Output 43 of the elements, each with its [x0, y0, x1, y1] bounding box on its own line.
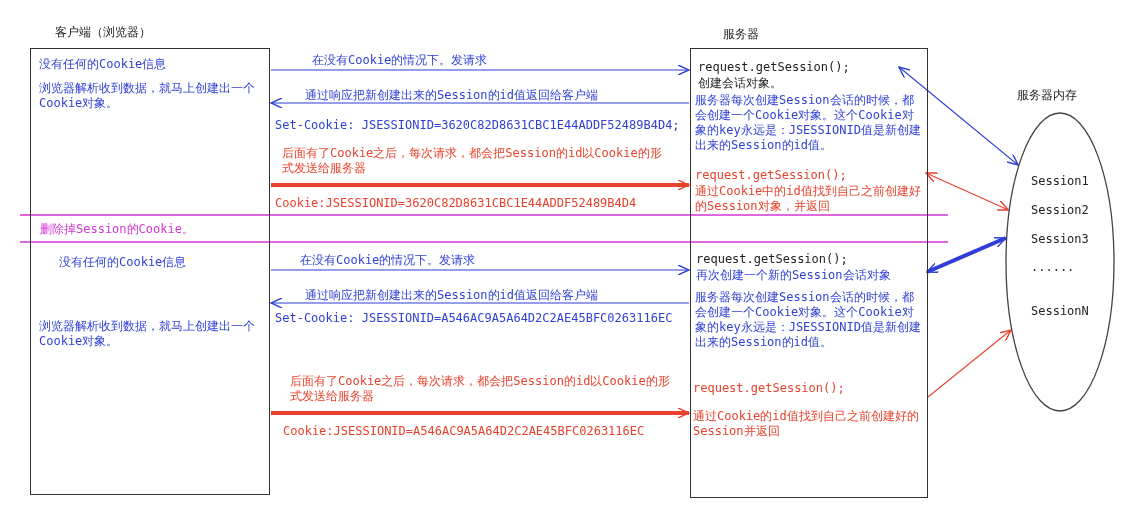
- header-text: Set-Cookie: JSESSIONID=3620C82D8631CBC1E44ADDF52489B4D4;: [275, 118, 680, 133]
- note-text: 通过Cookie中的id值找到自己之前创建好的Session对象，并返回: [695, 184, 922, 214]
- arrow: [270, 97, 690, 109]
- session-item: Session1: [1031, 174, 1089, 189]
- arrow: [270, 64, 690, 76]
- arrow: [927, 329, 1012, 398]
- note-text: 没有任何的Cookie信息: [59, 255, 188, 270]
- header-text: Set-Cookie: JSESSIONID=A546AC9A5A64D2C2AE45BFC0263116EC: [275, 311, 673, 326]
- edge-label: 通过响应把新创建出来的Session的id值返回给客户端: [305, 288, 600, 303]
- header-text: Cookie:JSESSIONID=3620C82D8631CBC1E44ADDF52489B4D4: [275, 196, 637, 211]
- session-item: SessionN: [1031, 304, 1089, 319]
- session-item: Session3: [1031, 232, 1089, 247]
- code-text: request.getSession();: [698, 60, 850, 75]
- edge-label: 后面有了Cookie之后，每次请求，都会把Session的id以Cookie的形式发送给服务器: [290, 374, 670, 404]
- memory-heading: 服务器内存: [1017, 88, 1077, 103]
- note-text: 通过Cookie的id值找到自己之前创建好的Session并返回: [693, 409, 920, 439]
- note-text: 没有任何的Cookie信息: [39, 57, 168, 72]
- note-text: 浏览器解析收到数据，就马上创建出一个Cookie对象。: [39, 319, 256, 349]
- edge-label: 通过响应把新创建出来的Session的id值返回给客户端: [305, 88, 600, 103]
- session-item: Session2: [1031, 203, 1089, 218]
- edge-label: 在没有Cookie的情况下。发请求: [312, 53, 489, 68]
- note-text: 服务器每次创建Session会话的时候，都会创建一个Cookie对象。这个Cookie对象的key永远是：JSESSIONID值是新创建出来的Session的id值。: [695, 93, 922, 153]
- arrow: [926, 236, 1007, 274]
- column-heading: 服务器: [723, 27, 759, 42]
- edge-label: 后面有了Cookie之后，每次请求，都会把Session的id以Cookie的形式发送给服务器: [282, 146, 662, 176]
- arrow: [898, 66, 1019, 166]
- edge-label: 在没有Cookie的情况下。发请求: [300, 253, 477, 268]
- arrow: [270, 297, 690, 309]
- note-text: 浏览器解析收到数据，就马上创建出一个Cookie对象。: [39, 81, 256, 111]
- note-text: 再次创建一个新的Session会话对象: [696, 268, 892, 283]
- session-item: ......: [1031, 260, 1075, 275]
- code-text: request.getSession();: [696, 252, 848, 267]
- code-text: request.getSession();: [693, 381, 845, 396]
- column-heading: 客户端（浏览器）: [55, 25, 151, 40]
- arrow: [271, 407, 690, 419]
- arrow: [270, 264, 690, 276]
- note-text: 服务器每次创建Session会话的时候，都会创建一个Cookie对象。这个Cookie对象的key永远是：JSESSIONID值是新创建出来的Session的id值。: [695, 290, 922, 350]
- arrow: [925, 172, 1010, 211]
- header-text: Cookie:JSESSIONID=A546AC9A5A64D2C2AE45BFC0263116EC: [283, 424, 645, 439]
- note-text: 创建会话对象。: [698, 76, 783, 91]
- arrow: [271, 179, 690, 191]
- note-text: 删除掉Session的Cookie。: [40, 222, 194, 237]
- code-text: request.getSession();: [695, 168, 847, 183]
